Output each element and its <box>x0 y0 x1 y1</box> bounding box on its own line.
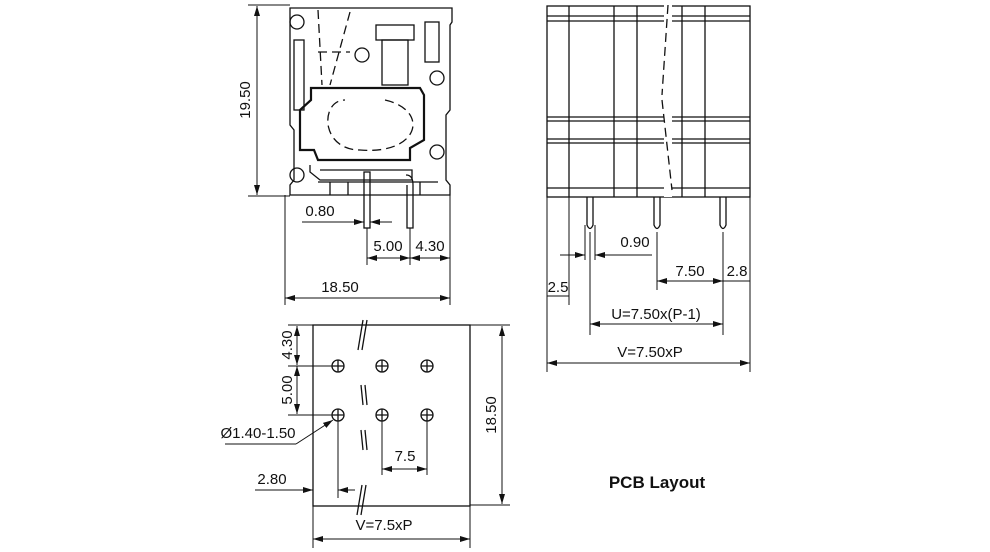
edge-right-dim-label: 2.8 <box>727 263 748 280</box>
front-view: 0.90 2.5 7.50 2.8 U=7.50x(P-1) V=7.50xP <box>546 0 751 372</box>
pin-pitch-dim-label: 5.00 <box>373 238 402 255</box>
height-dim-label: 19.50 <box>237 81 254 119</box>
width-dim-label: 18.50 <box>321 279 359 296</box>
edge-dim-label: 2.80 <box>257 471 286 488</box>
v-formula-label: V=7.5xP <box>355 517 412 534</box>
pcb-layout: 4.30 5.00 18.50 Ø1.40-1.50 7.5 2.80 V=7.… <box>220 319 510 548</box>
pin-width-dim-label: 0.80 <box>305 203 334 220</box>
pcb-holes <box>331 359 434 422</box>
row-spacing-dim-label: 5.00 <box>279 375 296 404</box>
side-view: 19.50 0.80 5.00 4.30 18.50 <box>237 4 453 305</box>
u-formula-label: U=7.50x(P-1) <box>611 306 701 323</box>
pitch-dim-label: 7.5 <box>395 448 416 465</box>
pin-thickness-dim-label: 0.90 <box>620 234 649 251</box>
v-formula-label: V=7.50xP <box>617 344 682 361</box>
row-offset-dim-label: 4.30 <box>279 330 296 359</box>
hole-diameter-label: Ø1.40-1.50 <box>220 425 295 442</box>
pcb-layout-title: PCB Layout <box>609 473 706 492</box>
pin-edge-dim-label: 4.30 <box>415 238 444 255</box>
pitch-dim-label: 7.50 <box>675 263 704 280</box>
depth-dim-label: 18.50 <box>483 396 500 434</box>
edge-left-dim-label: 2.5 <box>548 279 569 296</box>
